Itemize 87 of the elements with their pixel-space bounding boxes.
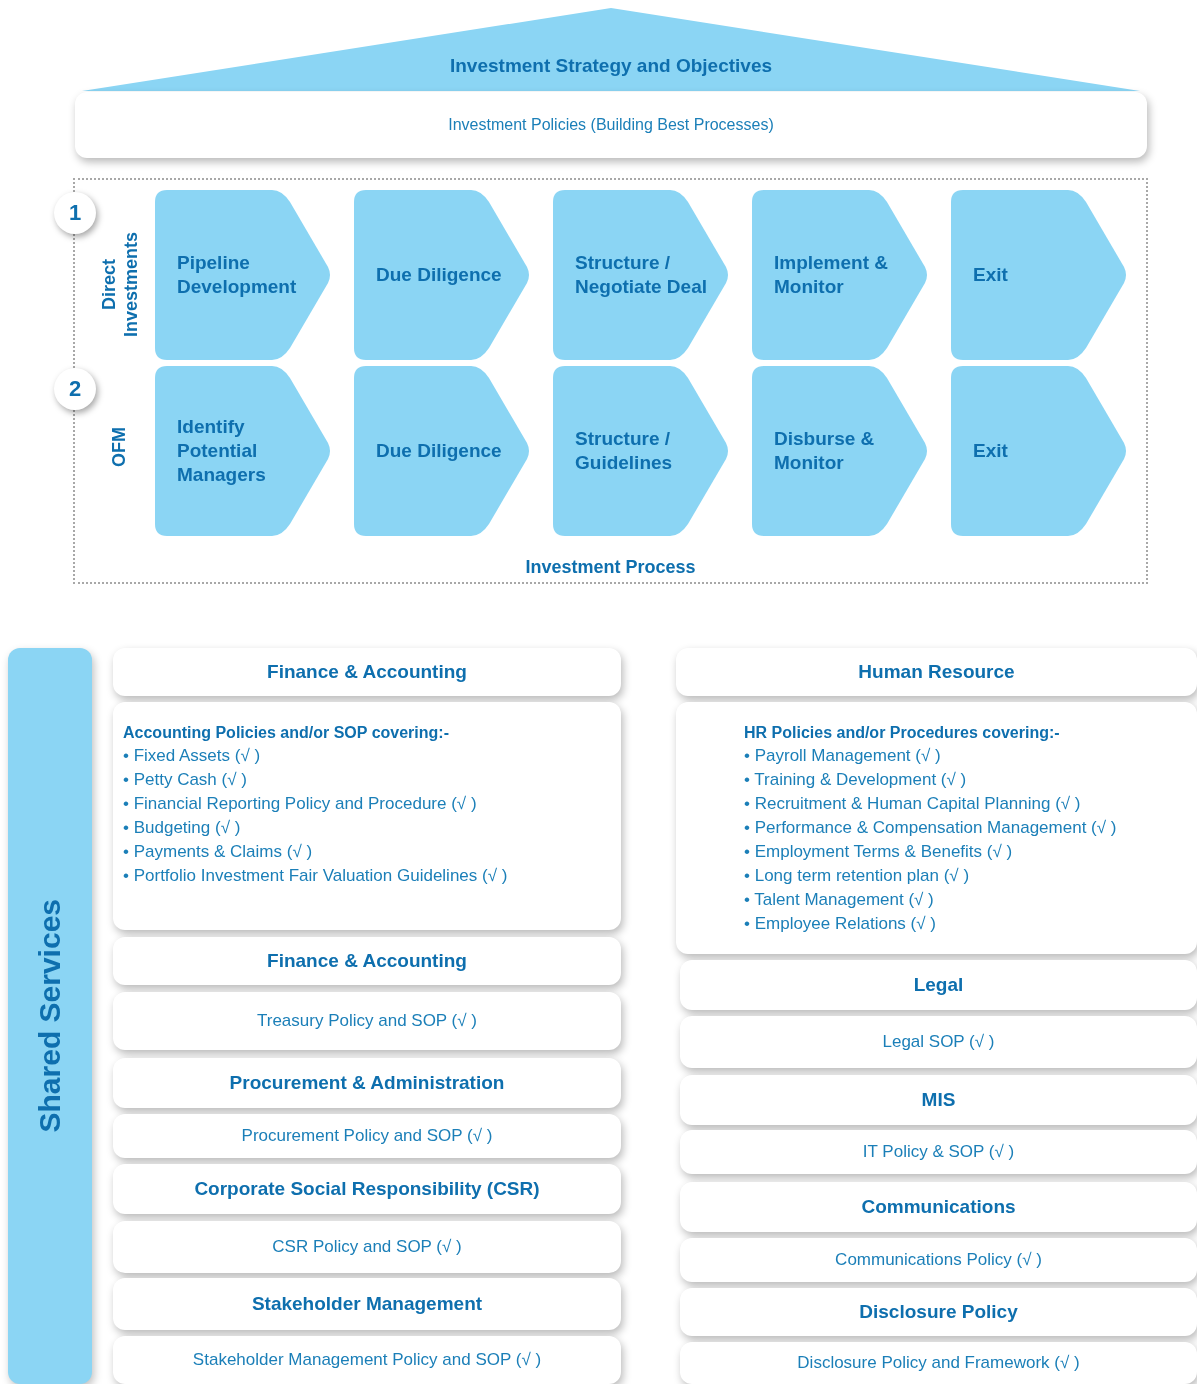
chevron-step	[354, 190, 531, 360]
list-item: • Long term retention plan (√ )	[744, 865, 971, 887]
banner-title: Investment Policies (Building Best Processes)	[448, 116, 774, 134]
policy-card	[113, 1336, 621, 1384]
list-heading: HR Policies and/or Procedures covering:-	[744, 724, 1061, 742]
policy-card	[680, 1130, 1197, 1174]
section-header	[113, 648, 621, 696]
section-header	[113, 1164, 621, 1214]
policy-card	[113, 1114, 621, 1158]
chevron-step	[155, 190, 332, 360]
list-item: • Fixed Assets (√ )	[123, 745, 262, 767]
policy-text: Communications Policy (√ )	[835, 1250, 1042, 1270]
list-item: • Budgeting (√ )	[123, 817, 242, 839]
policy-list-card	[676, 702, 1197, 954]
chevron-step	[155, 366, 332, 536]
step-label: Structure / Negotiate Deal	[575, 251, 708, 299]
section-header	[680, 1182, 1197, 1232]
section-title: Procurement & Administration	[229, 1072, 505, 1094]
list-item: • Employment Terms & Benefits (√ )	[744, 841, 1014, 863]
policy-text: Stakeholder Management Policy and SOP (√ )	[192, 1350, 542, 1370]
list-item: • Financial Reporting Policy and Procedure (√ )	[123, 793, 478, 815]
list-heading: Accounting Policies and/or SOP covering:-	[123, 724, 450, 742]
step-number-circle	[54, 368, 96, 410]
side-bar-title: Shared Services	[33, 899, 67, 1133]
section-title: Finance & Accounting	[267, 661, 467, 683]
step-label: Exit	[973, 439, 1009, 463]
list-item: • Portfolio Investment Fair Valuation Guidelines (√ )	[123, 865, 509, 887]
policy-text: Legal SOP (√ )	[882, 1032, 995, 1052]
policy-banner	[75, 92, 1147, 158]
policy-card	[113, 1221, 621, 1273]
step-label: Implement & Monitor	[774, 251, 890, 299]
step-label: Structure / Guidelines	[575, 427, 674, 475]
chevron-step	[951, 190, 1128, 360]
section-title: Legal	[913, 974, 964, 996]
chevron-step	[354, 366, 531, 536]
step-label: Exit	[973, 263, 1009, 287]
section-title: Corporate Social Responsibility (CSR)	[194, 1178, 540, 1200]
policy-card	[680, 1342, 1197, 1384]
list-item: • Petty Cash (√ )	[123, 769, 248, 791]
chevron-step	[951, 366, 1128, 536]
step-number: 1	[68, 200, 82, 226]
chevron-step	[553, 190, 730, 360]
section-title: Stakeholder Management	[251, 1293, 483, 1315]
list-item: • Performance & Compensation Management (√ )	[744, 817, 1118, 839]
chevron-step	[752, 366, 929, 536]
policy-text: CSR Policy and SOP (√ )	[272, 1237, 462, 1257]
section-title: Finance & Accounting	[267, 950, 467, 972]
side-bar	[8, 648, 92, 1384]
list-item: • Payments & Claims (√ )	[123, 841, 314, 863]
banner-title: Investment Strategy and Objectives	[448, 55, 774, 77]
policy-card	[113, 992, 621, 1050]
step-number-circle	[54, 192, 96, 234]
row-label: OFM	[108, 426, 130, 469]
section-header	[113, 937, 621, 985]
section-title: MIS	[921, 1089, 956, 1111]
list-item: • Employee Relations (√ )	[744, 913, 937, 935]
policy-list-card	[113, 702, 621, 930]
section-header	[680, 960, 1197, 1010]
step-label: Identify Potential Managers	[177, 415, 267, 487]
list-item: • Payroll Management (√ )	[744, 745, 942, 767]
section-header	[113, 1058, 621, 1108]
section-header	[113, 1278, 621, 1330]
policy-card	[680, 1016, 1197, 1068]
section-title: Human Resource	[858, 661, 1015, 683]
chevron-step	[553, 366, 730, 536]
policy-text: Procurement Policy and SOP (√ )	[241, 1126, 493, 1146]
step-number: 2	[68, 376, 82, 402]
policy-text: Treasury Policy and SOP (√ )	[257, 1011, 477, 1031]
list-item: • Talent Management (√ )	[744, 889, 935, 911]
policy-card	[680, 1238, 1197, 1282]
section-title: Disclosure Policy	[859, 1301, 1018, 1323]
step-label: Due Diligence	[376, 439, 503, 463]
chevron-step	[752, 190, 929, 360]
step-label: Pipeline Development	[177, 251, 298, 299]
section-header	[676, 648, 1197, 696]
step-label: Disburse & Monitor	[774, 427, 876, 475]
banner-title: Investment Process	[524, 557, 697, 578]
list-item: • Training & Development (√ )	[744, 769, 968, 791]
step-label: Due Diligence	[376, 263, 503, 287]
section-title: Communications	[861, 1196, 1016, 1218]
section-header	[680, 1288, 1197, 1336]
policy-text: Disclosure Policy and Framework (√ )	[797, 1353, 1080, 1373]
roof-banner	[82, 8, 1140, 91]
list-item: • Recruitment & Human Capital Planning (√ )	[744, 793, 1082, 815]
row-label: Direct Investments	[98, 230, 142, 339]
section-header	[680, 1075, 1197, 1125]
policy-text: IT Policy & SOP (√ )	[862, 1142, 1015, 1162]
